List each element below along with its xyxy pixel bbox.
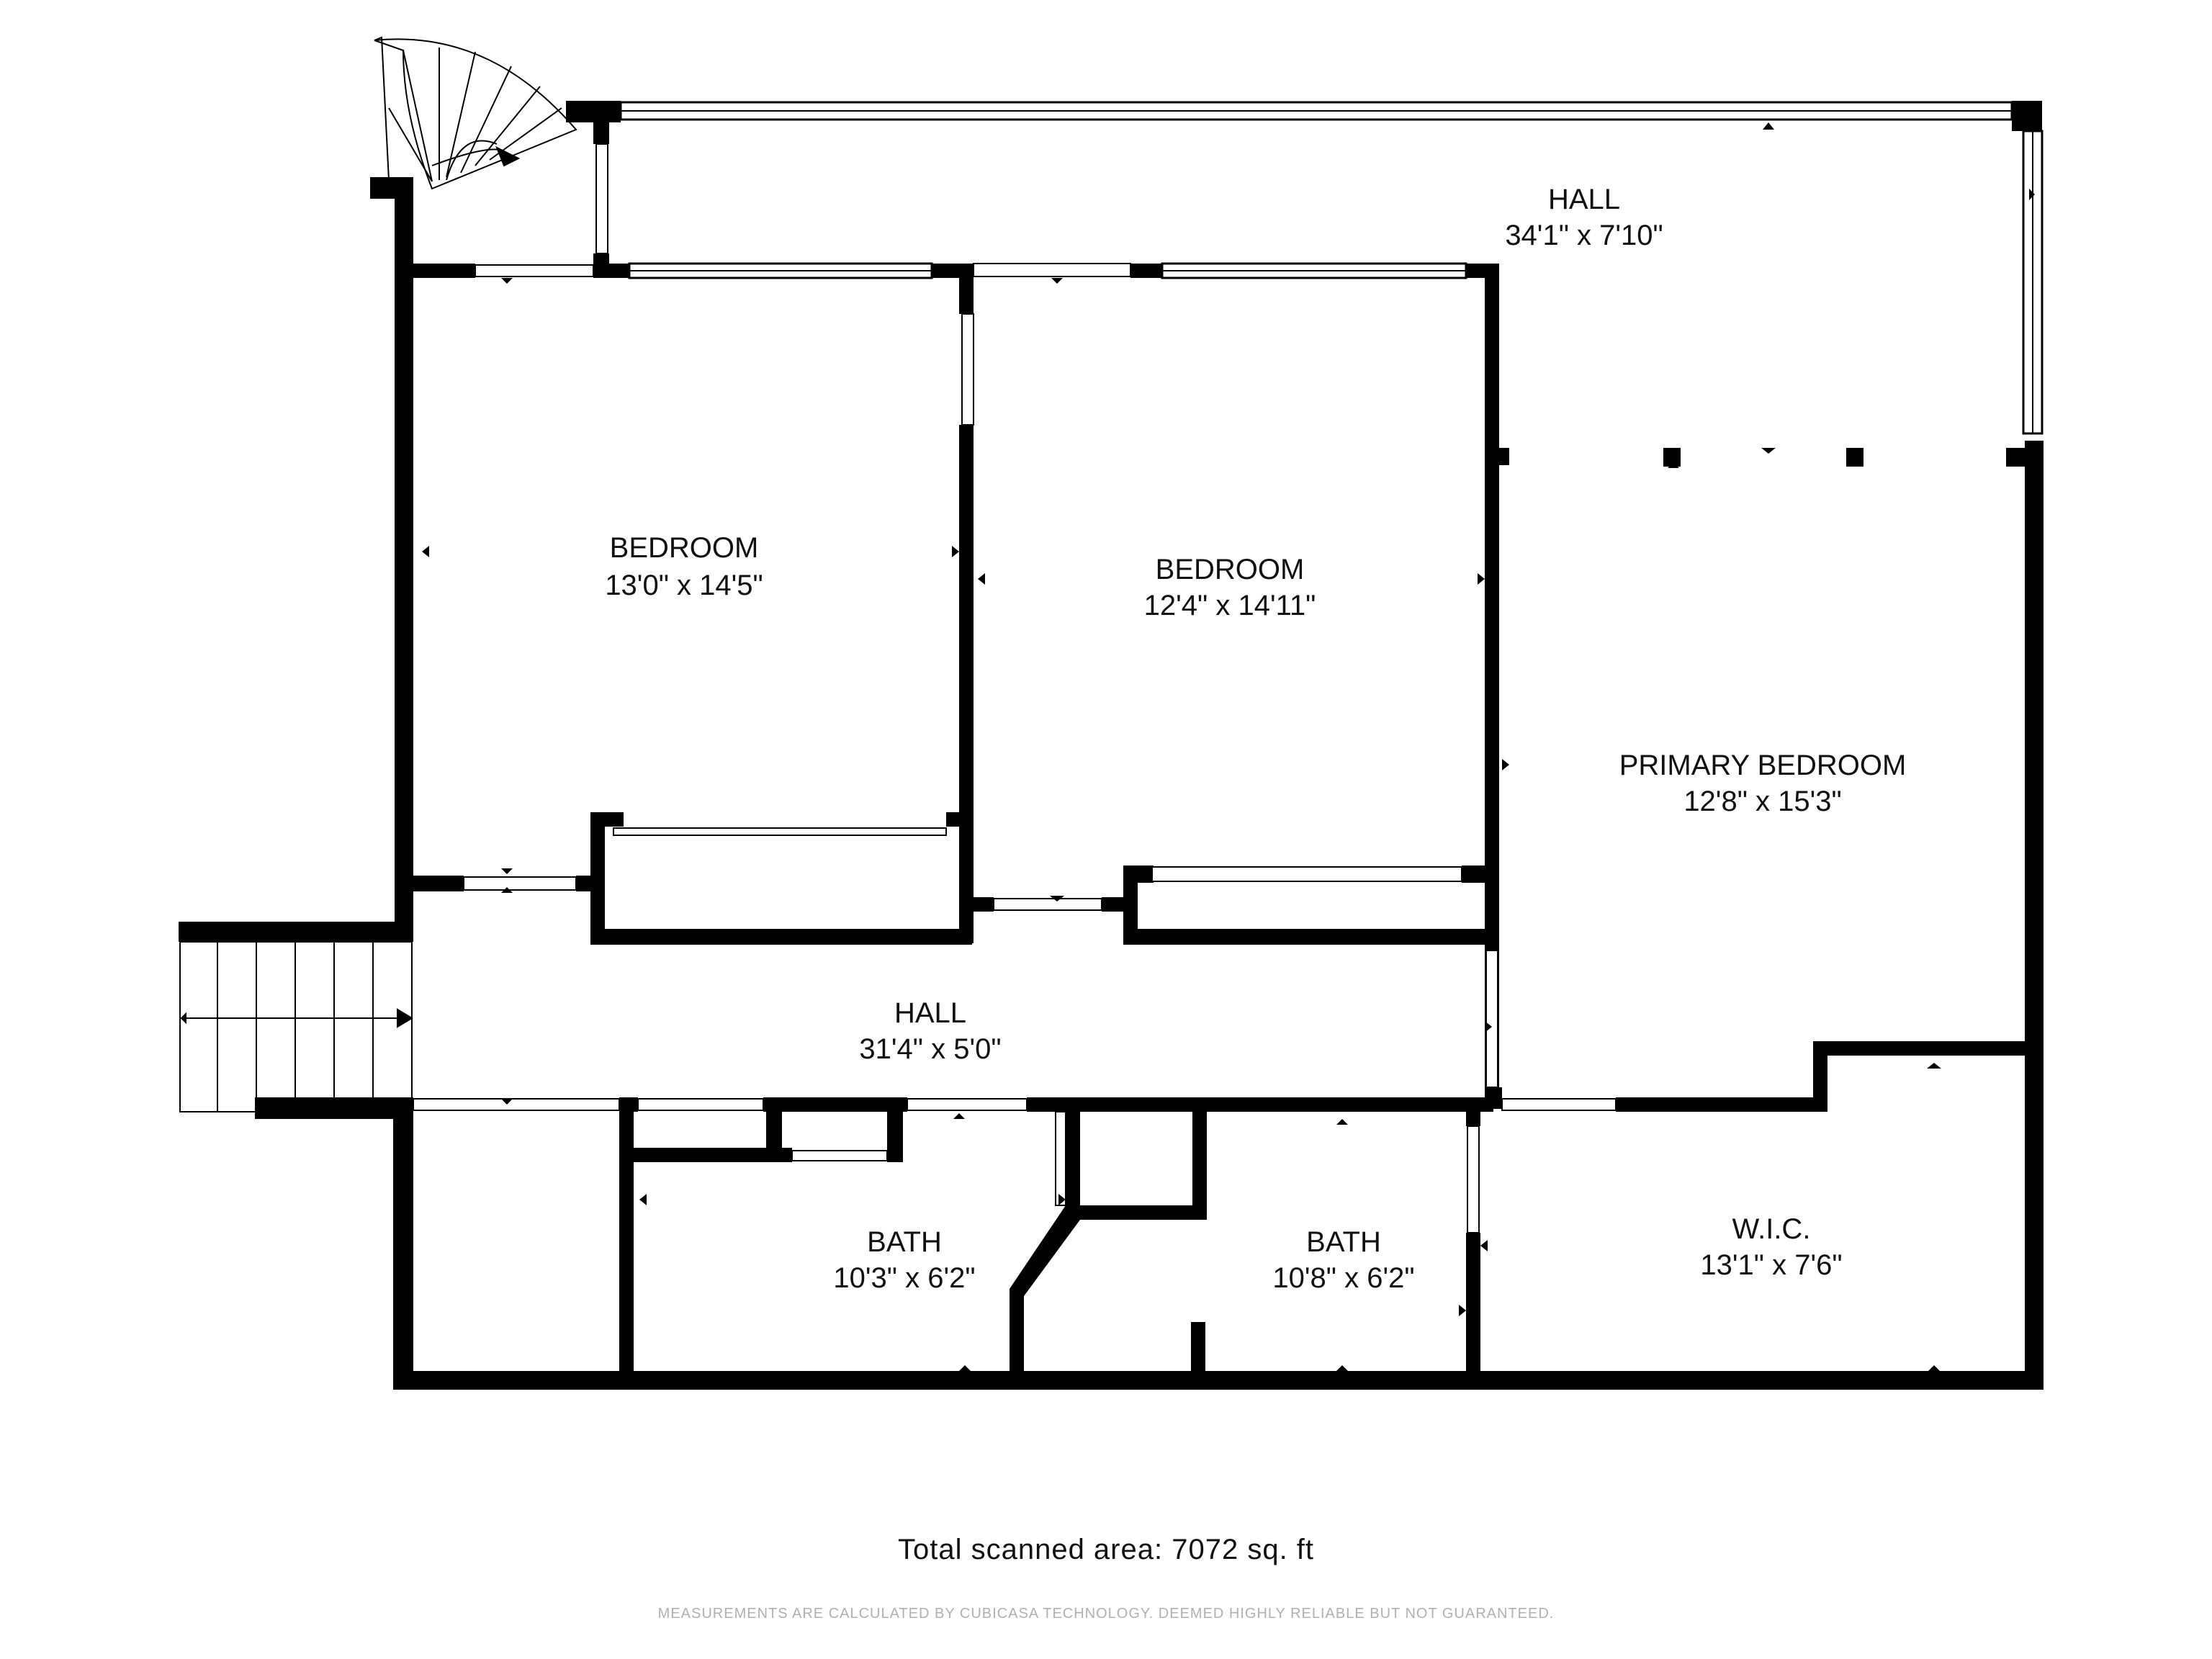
label-bedroom-1: BEDROOM 13'0" x 14'5" bbox=[605, 532, 763, 601]
label-bath-1: BATH 10'3" x 6'2" bbox=[833, 1226, 975, 1294]
door-openings bbox=[413, 143, 1617, 1233]
walls bbox=[179, 101, 2044, 1390]
room-dims-bedroom-2: 12'4" x 14'11" bbox=[1144, 590, 1316, 621]
room-name-wic: W.I.C. bbox=[1732, 1213, 1811, 1245]
label-wic: W.I.C. 13'1" x 7'6" bbox=[1700, 1213, 1842, 1281]
room-name-bedroom-1: BEDROOM bbox=[610, 532, 759, 564]
room-dims-hall-lower: 31'4" x 5'0" bbox=[859, 1033, 1001, 1065]
room-name-hall-lower: HALL bbox=[894, 997, 966, 1029]
room-dims-wic: 13'1" x 7'6" bbox=[1700, 1249, 1842, 1281]
room-name-primary-bedroom: PRIMARY BEDROOM bbox=[1619, 750, 1907, 781]
straight-staircase bbox=[179, 941, 413, 1112]
label-hall-lower: HALL 31'4" x 5'0" bbox=[859, 997, 1001, 1065]
room-dims-primary-bedroom: 12'8" x 15'3" bbox=[1683, 786, 1841, 817]
total-scanned-area: Total scanned area: 7072 sq. ft bbox=[897, 1534, 1315, 1565]
label-hall-upper: HALL 34'1" x 7'10" bbox=[1505, 184, 1663, 251]
room-dims-bedroom-1: 13'0" x 14'5" bbox=[605, 570, 763, 601]
label-primary-bedroom: PRIMARY BEDROOM 12'8" x 15'3" bbox=[1619, 750, 1907, 817]
room-name-bath-1: BATH bbox=[867, 1226, 942, 1258]
spiral-staircase bbox=[374, 36, 577, 190]
room-dims-bath-2: 10'8" x 6'2" bbox=[1272, 1262, 1414, 1294]
room-name-bath-2: BATH bbox=[1306, 1226, 1381, 1258]
room-dims-hall-upper: 34'1" x 7'10" bbox=[1505, 220, 1663, 251]
room-name-hall-upper: HALL bbox=[1548, 184, 1620, 215]
label-bath-2: BATH 10'8" x 6'2" bbox=[1272, 1226, 1414, 1294]
disclaimer-text: MEASUREMENTS ARE CALCULATED BY CUBICASA … bbox=[657, 1606, 1555, 1622]
room-name-bedroom-2: BEDROOM bbox=[1156, 554, 1305, 585]
room-dims-bath-1: 10'3" x 6'2" bbox=[833, 1262, 975, 1294]
label-bedroom-2: BEDROOM 12'4" x 14'11" bbox=[1144, 554, 1316, 621]
dimension-markers bbox=[422, 122, 2035, 1371]
